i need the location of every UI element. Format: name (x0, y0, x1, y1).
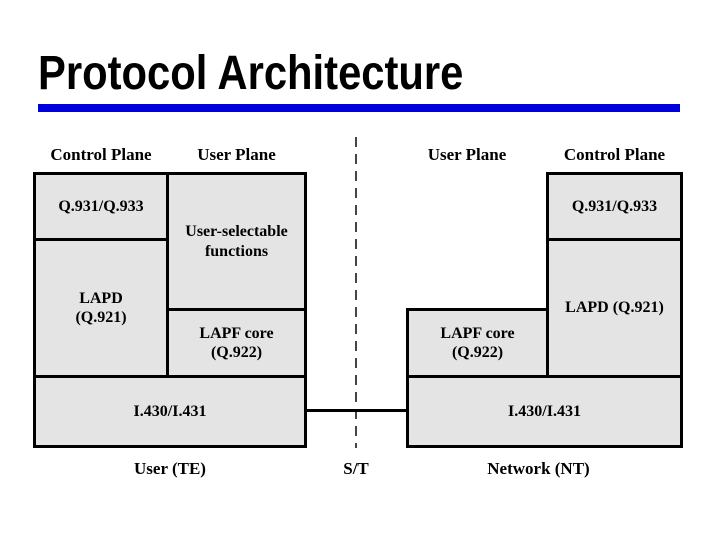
network-nt-label: Network (NT) (487, 459, 590, 478)
physical-connection-line (305, 409, 408, 412)
box-q931-nt: Q.931/Q.933 (546, 172, 683, 241)
st-label: S/T (343, 459, 369, 478)
te-control-plane-header: Control Plane (50, 145, 152, 164)
box-i430-nt: I.430/I.431 (406, 375, 683, 448)
box-q931-te: Q.931/Q.933 (33, 172, 169, 241)
title-underline (38, 104, 680, 112)
box-lapd-nt: LAPD (Q.921) (546, 238, 683, 378)
te-user-plane-header: User Plane (197, 145, 276, 164)
st-reference-dashed-line (355, 137, 357, 448)
nt-user-plane-header: User Plane (427, 145, 507, 164)
box-lapf-core-nt: LAPF core (Q.922) (406, 308, 549, 378)
user-te-label: User (TE) (134, 459, 206, 478)
box-lapd-te: LAPD (Q.921) (33, 238, 169, 378)
page-title: Protocol Architecture (38, 47, 464, 100)
box-i430-te: I.430/I.431 (33, 375, 307, 448)
nt-control-plane-header: Control Plane (563, 145, 666, 164)
box-lapf-core-te: LAPF core (Q.922) (166, 308, 307, 378)
box-user-selectable-functions: User-selectable functions (166, 172, 307, 311)
